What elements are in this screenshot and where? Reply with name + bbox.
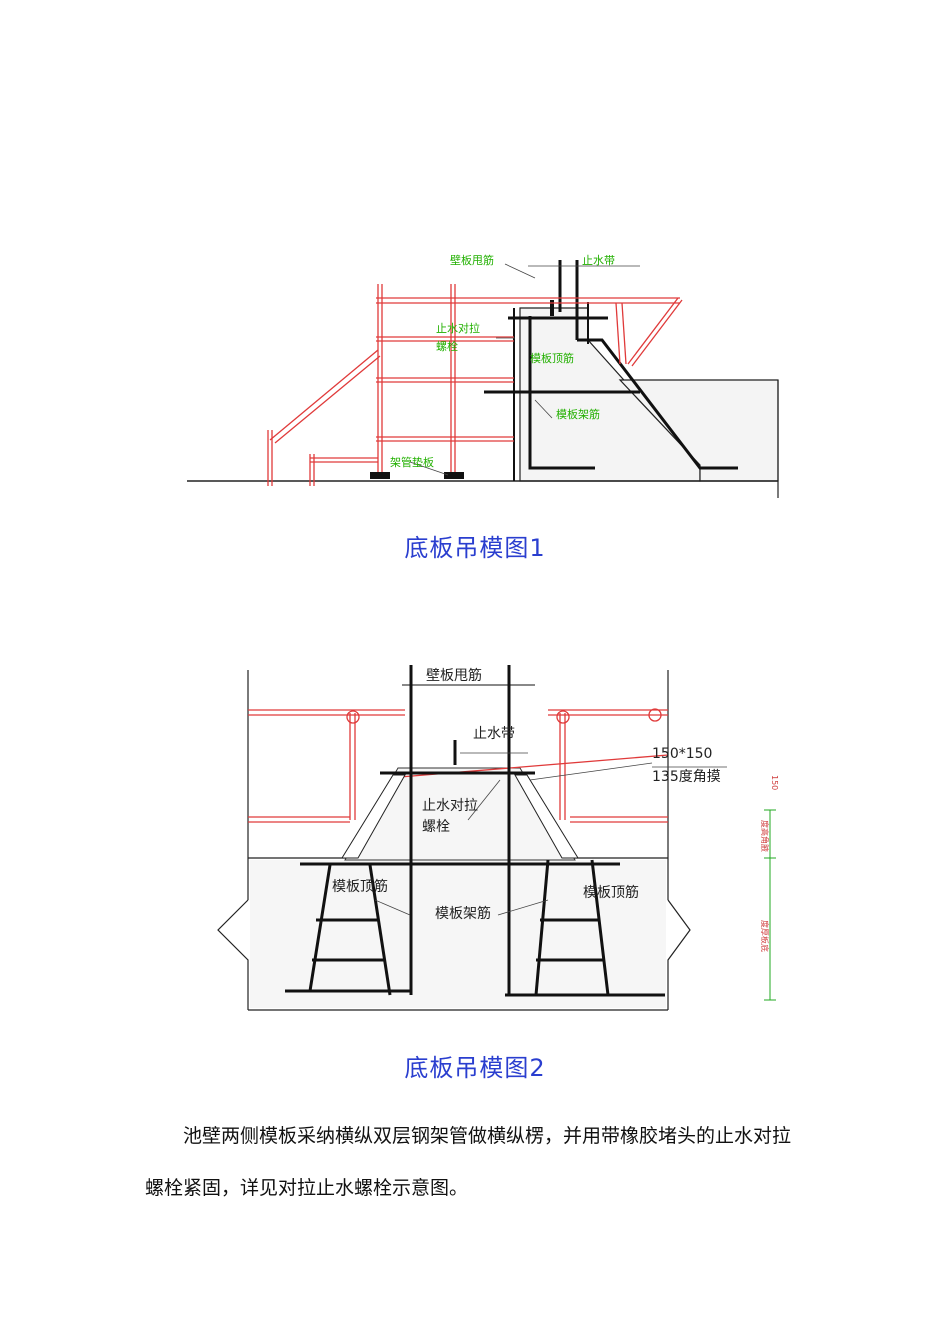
dimension-labels: 150 度高角腋 度厚板底 [760,775,779,952]
dim-label-top: 150 [770,775,779,790]
label-bolt-2: 螺栓 [436,339,458,353]
figure2-caption: 底板吊模图2 [404,1054,546,1082]
label-waterstop: 止水带 [582,254,615,267]
scaffold [248,708,669,823]
label-angle-size: 150*150 [652,746,712,762]
label-form-top-rebar: 模板顶筋 [530,351,574,365]
label-bolt-1: 止水对拉 [436,321,480,335]
label-form-top-rebar-left: 模板顶筋 [332,878,388,895]
body-paragraph: 池壁两侧模板采纳横纵双层钢架管做横纵楞，并用带橡胶堵头的止水对拉螺栓紧固，详见对… [145,1125,792,1199]
label-bolt-2: 螺栓 [422,819,450,835]
label-bolt-1: 止水对拉 [422,798,478,814]
figure2-labels: 壁板甩筋 止水带 150*150 135度角摸 止水对拉 螺栓 模板顶筋 模板顶… [332,667,721,922]
figure1-labels: 壁板甩筋 止水带 止水对拉 螺栓 模板顶筋 模板架筋 架管垫板 [390,253,615,469]
dimension-line [764,809,776,1001]
label-form-frame-rebar: 模板架筋 [556,407,600,421]
scaffold-pad [370,472,464,479]
label-form-frame-rebar: 模板架筋 [435,905,491,922]
label-scaffold-pad: 架管垫板 [390,455,434,469]
rebar [285,665,665,997]
label-wall-rebar: 壁板甩筋 [426,667,482,684]
scaffold [267,284,683,486]
label-angle-form: 135度角摸 [652,769,721,785]
angle-forms [341,774,579,859]
figure1-caption: 底板吊模图1 [404,534,546,562]
dim-label-mid: 度高角腋 [760,820,770,852]
label-form-top-rebar-right: 模板顶筋 [583,884,639,901]
concrete-slab [519,307,779,498]
bottom-slab-formwork-diagram-2: 壁板甩筋 止水带 150*150 135度角摸 止水对拉 螺栓 模板顶筋 模板顶… [217,665,779,1011]
bottom-slab-formwork-diagram-1: 壁板甩筋 止水带 止水对拉 螺栓 模板顶筋 模板架筋 架管垫板 [187,253,779,498]
label-waterstop: 止水带 [473,726,515,742]
label-wall-rebar: 壁板甩筋 [450,253,494,267]
dim-label-bottom: 度厚板底 [760,920,770,952]
